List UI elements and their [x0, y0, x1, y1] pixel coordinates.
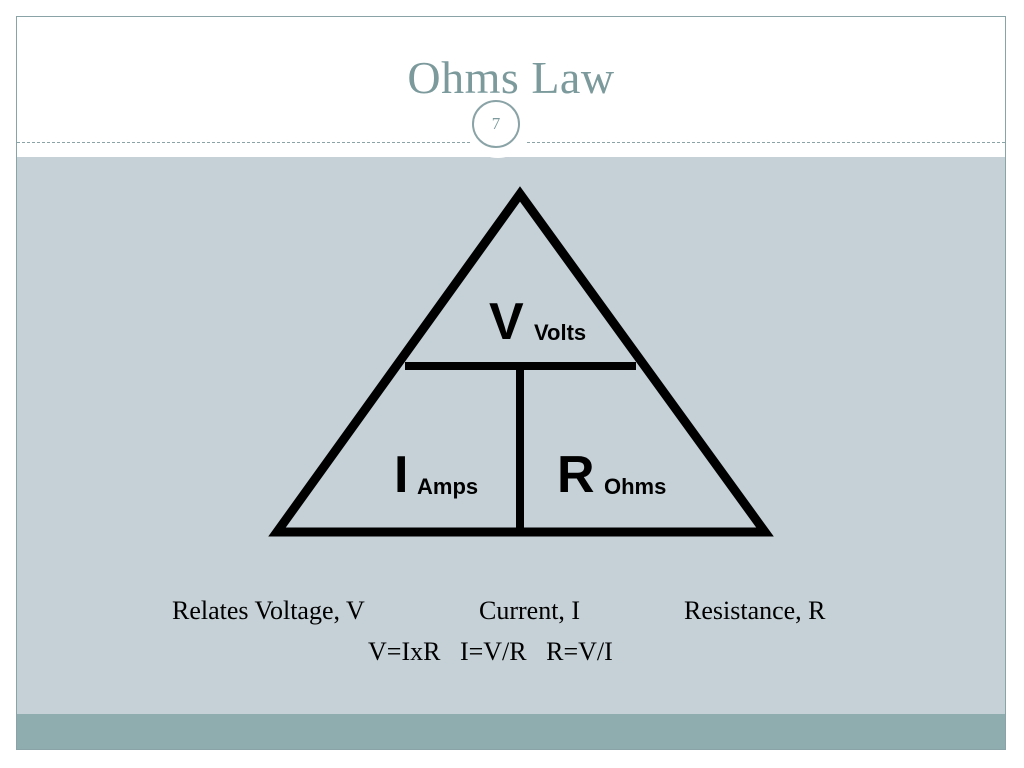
formulas-text: V=IxR I=V/R R=V/I: [368, 637, 613, 666]
page-number-badge: 7: [472, 100, 520, 148]
voltage-unit: Volts: [534, 320, 587, 345]
page-number: 7: [491, 114, 501, 133]
current-unit: Amps: [417, 474, 479, 499]
current-symbol: I: [394, 446, 409, 504]
slide-title: Ohms Law: [407, 52, 615, 103]
content-area: [17, 157, 1005, 715]
voltage-symbol: V: [489, 293, 524, 351]
resistance-text: Resistance, R: [684, 596, 826, 625]
current-text: Current, I: [479, 596, 581, 625]
resistance-unit: Ohms: [604, 474, 667, 499]
relates-voltage-text: Relates Voltage, V: [172, 596, 365, 625]
footer-band: [17, 714, 1005, 749]
resistance-symbol: R: [557, 446, 595, 504]
